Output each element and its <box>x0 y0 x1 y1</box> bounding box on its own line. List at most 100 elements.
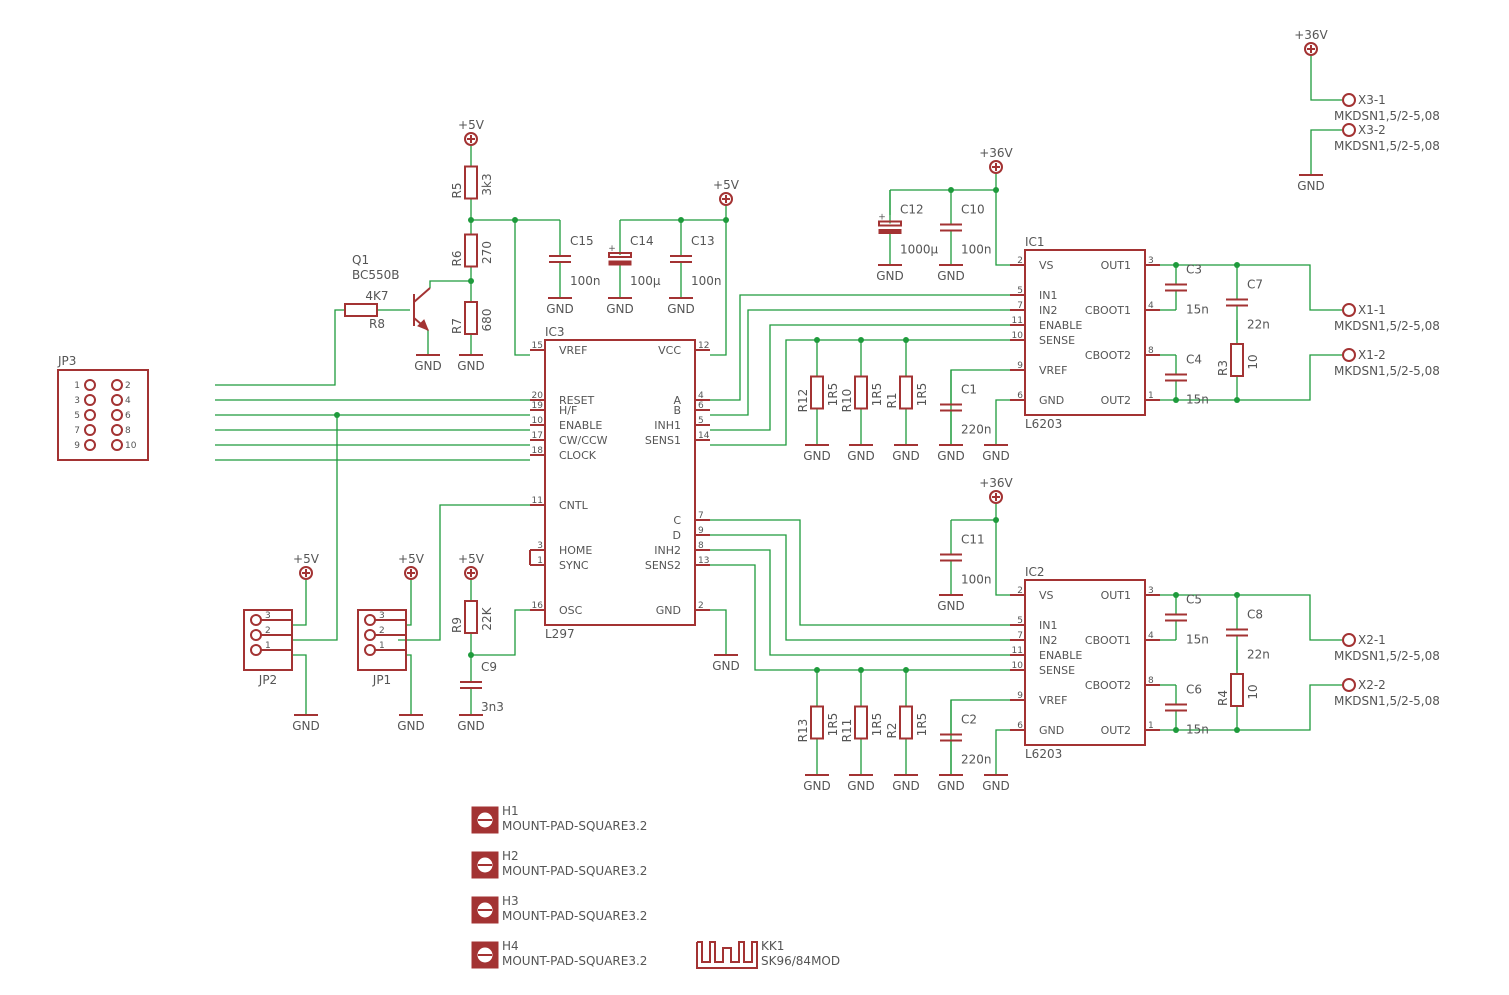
pin-number: 6 <box>1017 391 1023 401</box>
jp3-pin-number: 3 <box>74 396 80 406</box>
jp3-pin <box>111 379 123 391</box>
capacitor-value: 100µ <box>630 274 661 288</box>
resistor-body <box>854 705 868 740</box>
capacitor-name: C15 <box>570 234 594 248</box>
capacitor-value: 100n <box>961 243 992 257</box>
wire <box>710 324 1010 431</box>
capacitor-value: 220n <box>961 423 992 437</box>
pin-number: 1 <box>1148 721 1154 731</box>
terminal-ring <box>1342 348 1356 362</box>
pin-name: GND <box>1039 394 1064 407</box>
jp2-pin-number: 2 <box>265 626 271 636</box>
junction-dot <box>468 217 474 223</box>
pin-number: 9 <box>698 526 704 536</box>
gnd-label: GND <box>414 359 442 373</box>
r8-value: 4K7 <box>365 289 388 303</box>
terminal-value: MKDSN1,5/2-5,08 <box>1334 364 1440 378</box>
resistor-body <box>1230 673 1244 707</box>
capacitor-value: 220n <box>961 753 992 767</box>
pin-name: RESET <box>559 394 595 407</box>
supply-label: +36V <box>979 146 1013 160</box>
junction-dot <box>903 337 909 343</box>
capacitor-value: 100n <box>961 573 992 587</box>
resistor-body <box>464 233 478 268</box>
pin-name: SENS2 <box>645 559 681 572</box>
gnd-label: GND <box>397 719 425 733</box>
capacitor-name: C12 <box>900 203 924 217</box>
wires <box>215 55 1343 775</box>
resistor-value: 3k3 <box>480 173 494 195</box>
junction-dot <box>858 667 864 673</box>
pin-number: 4 <box>698 391 704 401</box>
resistor-body <box>899 375 913 410</box>
supply-label: +5V <box>458 552 485 566</box>
ic1-value: L6203 <box>1025 417 1062 431</box>
supply-label: +5V <box>713 178 740 192</box>
wire <box>710 205 727 356</box>
junction-dot <box>1234 262 1240 268</box>
pin-name: CLOCK <box>559 449 597 462</box>
ic3-value: L297 <box>545 627 575 641</box>
gnd-label: GND <box>606 302 634 316</box>
wire <box>710 534 1010 641</box>
jp3-body <box>57 369 149 461</box>
terminal-name: X1-1 <box>1358 303 1386 317</box>
jp3-pin <box>111 424 123 436</box>
jp3-pin <box>84 394 96 406</box>
resistor-body <box>464 301 478 335</box>
jp2-pin-number: 3 <box>265 611 271 621</box>
junction-dot <box>512 217 518 223</box>
wire <box>292 579 307 626</box>
gnd-label: GND <box>457 359 485 373</box>
capacitor-value: 22n <box>1247 648 1270 662</box>
resistor-value: 270 <box>480 241 494 264</box>
resistor-body <box>464 165 478 200</box>
resistor-name: R5 <box>450 183 464 199</box>
ic2-body <box>1024 579 1146 746</box>
pin-name: SYNC <box>559 559 589 572</box>
terminal-ring <box>1342 303 1356 317</box>
capacitor-name: C5 <box>1186 593 1202 607</box>
jp1-pin <box>364 644 376 656</box>
junction-dot <box>1234 397 1240 403</box>
resistor-body <box>810 705 824 740</box>
junction-dot <box>948 187 954 193</box>
pin-number: 8 <box>1148 676 1154 686</box>
pin-number: 19 <box>532 401 544 411</box>
pin-name: VREF <box>1039 364 1067 377</box>
pin-name: CBOOT1 <box>1085 304 1131 317</box>
resistor-value: 1R5 <box>915 713 929 737</box>
kk1-heatsink <box>696 941 758 969</box>
capacitor-plate <box>878 220 902 227</box>
capacitor-value: 15n <box>1186 303 1209 317</box>
terminal-ring <box>1342 678 1356 692</box>
capacitor-name: C2 <box>961 713 977 727</box>
terminal-value: MKDSN1,5/2-5,08 <box>1334 319 1440 333</box>
wire <box>710 564 1010 671</box>
pin-name: CBOOT2 <box>1085 349 1131 362</box>
jp1-pin <box>364 614 376 626</box>
polarity-mark: + <box>878 213 886 223</box>
jp1-pin <box>364 629 376 641</box>
jp2-pin <box>250 629 262 641</box>
jp3-pin-number: 4 <box>125 396 131 406</box>
kk1-value: SK96/84MOD <box>761 954 840 968</box>
pin-name: D <box>673 529 681 542</box>
junction-dot <box>1173 397 1179 403</box>
wire <box>710 294 1010 401</box>
supply-label: +5V <box>398 552 425 566</box>
supply-label: +5V <box>293 552 320 566</box>
resistor-value: 1R5 <box>870 383 884 407</box>
jp3-pin <box>84 379 96 391</box>
resistor-name: R13 <box>796 719 810 743</box>
pin-name: GND <box>656 604 681 617</box>
ic2-value: L6203 <box>1025 747 1062 761</box>
jp3-pin <box>111 409 123 421</box>
pin-name: OUT1 <box>1101 589 1131 602</box>
pin-number: 10 <box>532 416 544 426</box>
pin-name: ENABLE <box>1039 649 1082 662</box>
pin-name: A <box>673 394 681 407</box>
jp2-name: JP2 <box>258 673 277 687</box>
wire <box>710 309 1010 416</box>
